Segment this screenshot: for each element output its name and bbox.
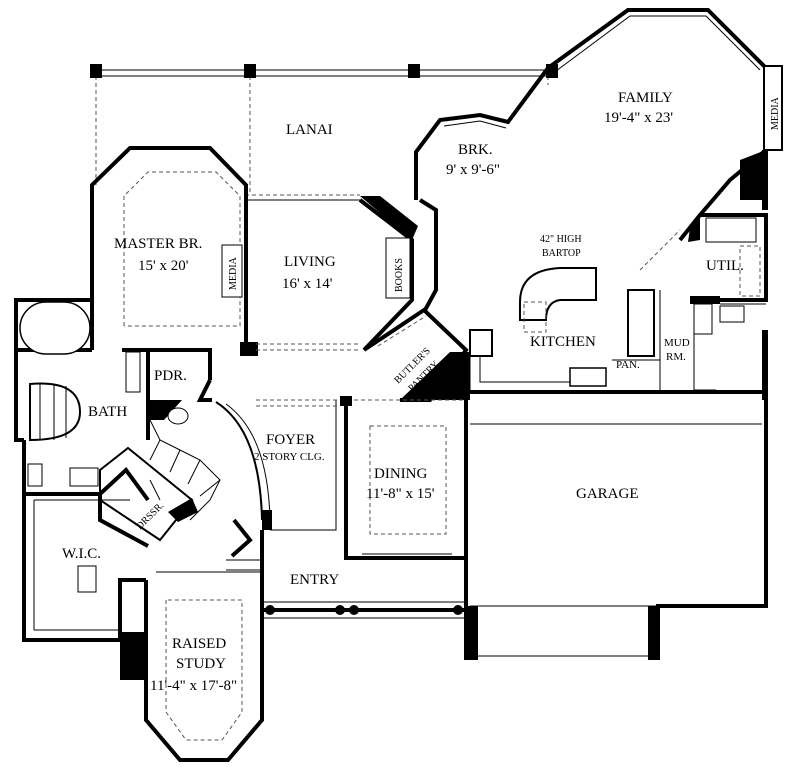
bath-walls [14,298,212,487]
dining-dimensions: 11'-8" x 15' [366,486,435,502]
entry-label: ENTRY [290,572,339,588]
mud-room-line1: MUD [664,337,690,349]
bartop-label-line1: 42" HIGH [540,234,582,245]
wic-label: W.I.C. [62,546,101,562]
dresser-label: DRSSR. [134,500,166,532]
foyer-label: FOYER [266,432,315,448]
study-dimensions: 11'-4" x 17'-8" [150,678,237,694]
books-label: BOOKS [394,258,405,292]
pantry-label: PAN. [616,359,640,371]
bath-label: BATH [88,404,127,420]
breakfast-dimensions: 9' x 9'-6" [446,162,500,178]
family-breakfast-walls [414,8,783,313]
dresser-stair-walls [99,379,221,542]
lanai-label: LANAI [286,122,333,138]
mud-room-line2: RM. [666,351,686,363]
living-room-walls [246,196,418,352]
master-bedroom-dimensions: 15' x 20' [138,258,189,274]
foyer-walls [215,399,340,558]
kitchen-walls [469,229,681,393]
kitchen-label: KITCHEN [530,334,596,350]
foyer-note: 2 STORY CLG. [254,451,325,463]
utility-label: UTIL. [706,258,744,274]
study-label-line2: STUDY [176,656,226,672]
master-bedroom-label: MASTER BR. [114,236,202,252]
family-dimensions: 19'-4" x 23' [604,110,673,126]
utility-mud-walls [690,213,768,400]
master-bedroom-walls [90,146,258,356]
family-label: FAMILY [618,90,673,106]
garage-walls [464,390,768,660]
garage-label: GARAGE [576,486,639,502]
powder-room-label: PDR. [154,368,187,384]
family-media-label: MEDIA [770,96,781,130]
lanai-area [90,64,558,196]
living-dimensions: 16' x 14' [282,276,333,292]
living-label: LIVING [284,254,336,270]
dining-label: DINING [374,466,427,482]
labels: LANAI FAMILY 19'-4" x 23' MEDIA BRK. 9' … [62,90,781,694]
study-label-line1: RAISED [172,636,226,652]
raised-study-walls [120,571,264,762]
bartop-label-line2: BARTOP [542,248,581,259]
master-media-label: MEDIA [228,256,239,290]
breakfast-label: BRK. [458,142,493,158]
